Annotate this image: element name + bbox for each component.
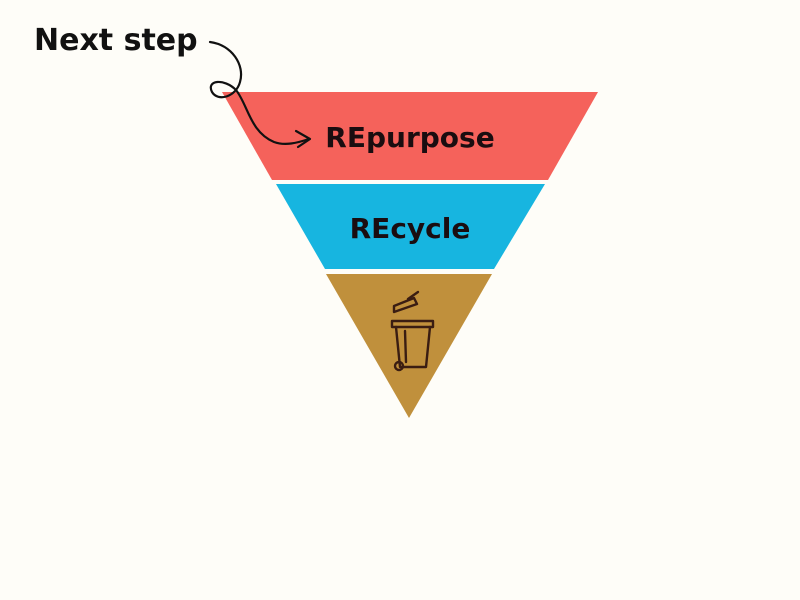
tier-recycle: [276, 184, 545, 269]
next-step-label: Next step: [34, 23, 198, 58]
tier-bin: [326, 274, 492, 418]
tier-repurpose: [222, 92, 598, 180]
trash-bin-icon: [390, 290, 435, 372]
tier-repurpose-label: REpurpose: [325, 121, 494, 154]
next-step-arrow: [208, 40, 312, 149]
tier-recycle-label: REcycle: [350, 212, 471, 245]
